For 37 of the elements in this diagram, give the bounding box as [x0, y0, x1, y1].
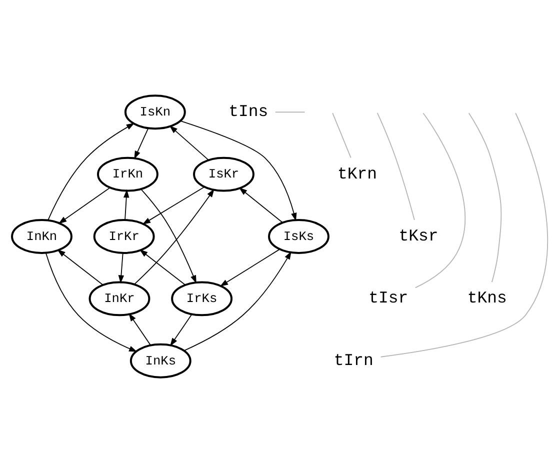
arrow: [238, 187, 283, 223]
arrow: [57, 249, 104, 286]
arrow: [128, 313, 151, 346]
arrow: [123, 189, 130, 220]
arrow: [58, 187, 110, 224]
connector: [415, 112, 466, 288]
node-ellipse: IrKn: [97, 156, 158, 192]
node-ellipse: IsKs: [268, 219, 330, 254]
node-text: tKns: [467, 288, 507, 308]
connector: [332, 112, 352, 158]
arrow: [184, 251, 292, 352]
connector: [275, 112, 306, 113]
connector: [380, 112, 548, 358]
node-ellipse: InKn: [11, 219, 72, 254]
arrow: [169, 126, 210, 160]
arrow: [170, 314, 192, 346]
node-ellipse: IsKr: [193, 156, 254, 192]
arrow: [134, 188, 214, 285]
node-text: tIsr: [368, 288, 408, 308]
arrow: [45, 252, 138, 352]
connector: [468, 112, 502, 283]
node-text: tIrn: [334, 350, 374, 370]
node-text: tKrn: [338, 164, 378, 184]
arrow: [220, 248, 280, 287]
arrow: [139, 249, 186, 286]
arrow: [142, 186, 205, 225]
node-ellipse: IrKs: [171, 281, 233, 316]
arrow: [134, 128, 149, 160]
node-ellipse: InKr: [88, 281, 150, 316]
node-ellipse: IrKr: [93, 219, 155, 254]
node-text: tIns: [228, 102, 268, 122]
arrow: [140, 188, 196, 284]
connector: [376, 112, 415, 220]
node-text: tKsr: [398, 226, 438, 246]
arrow: [118, 252, 124, 284]
arrow: [180, 120, 297, 222]
arrow: [48, 123, 135, 221]
